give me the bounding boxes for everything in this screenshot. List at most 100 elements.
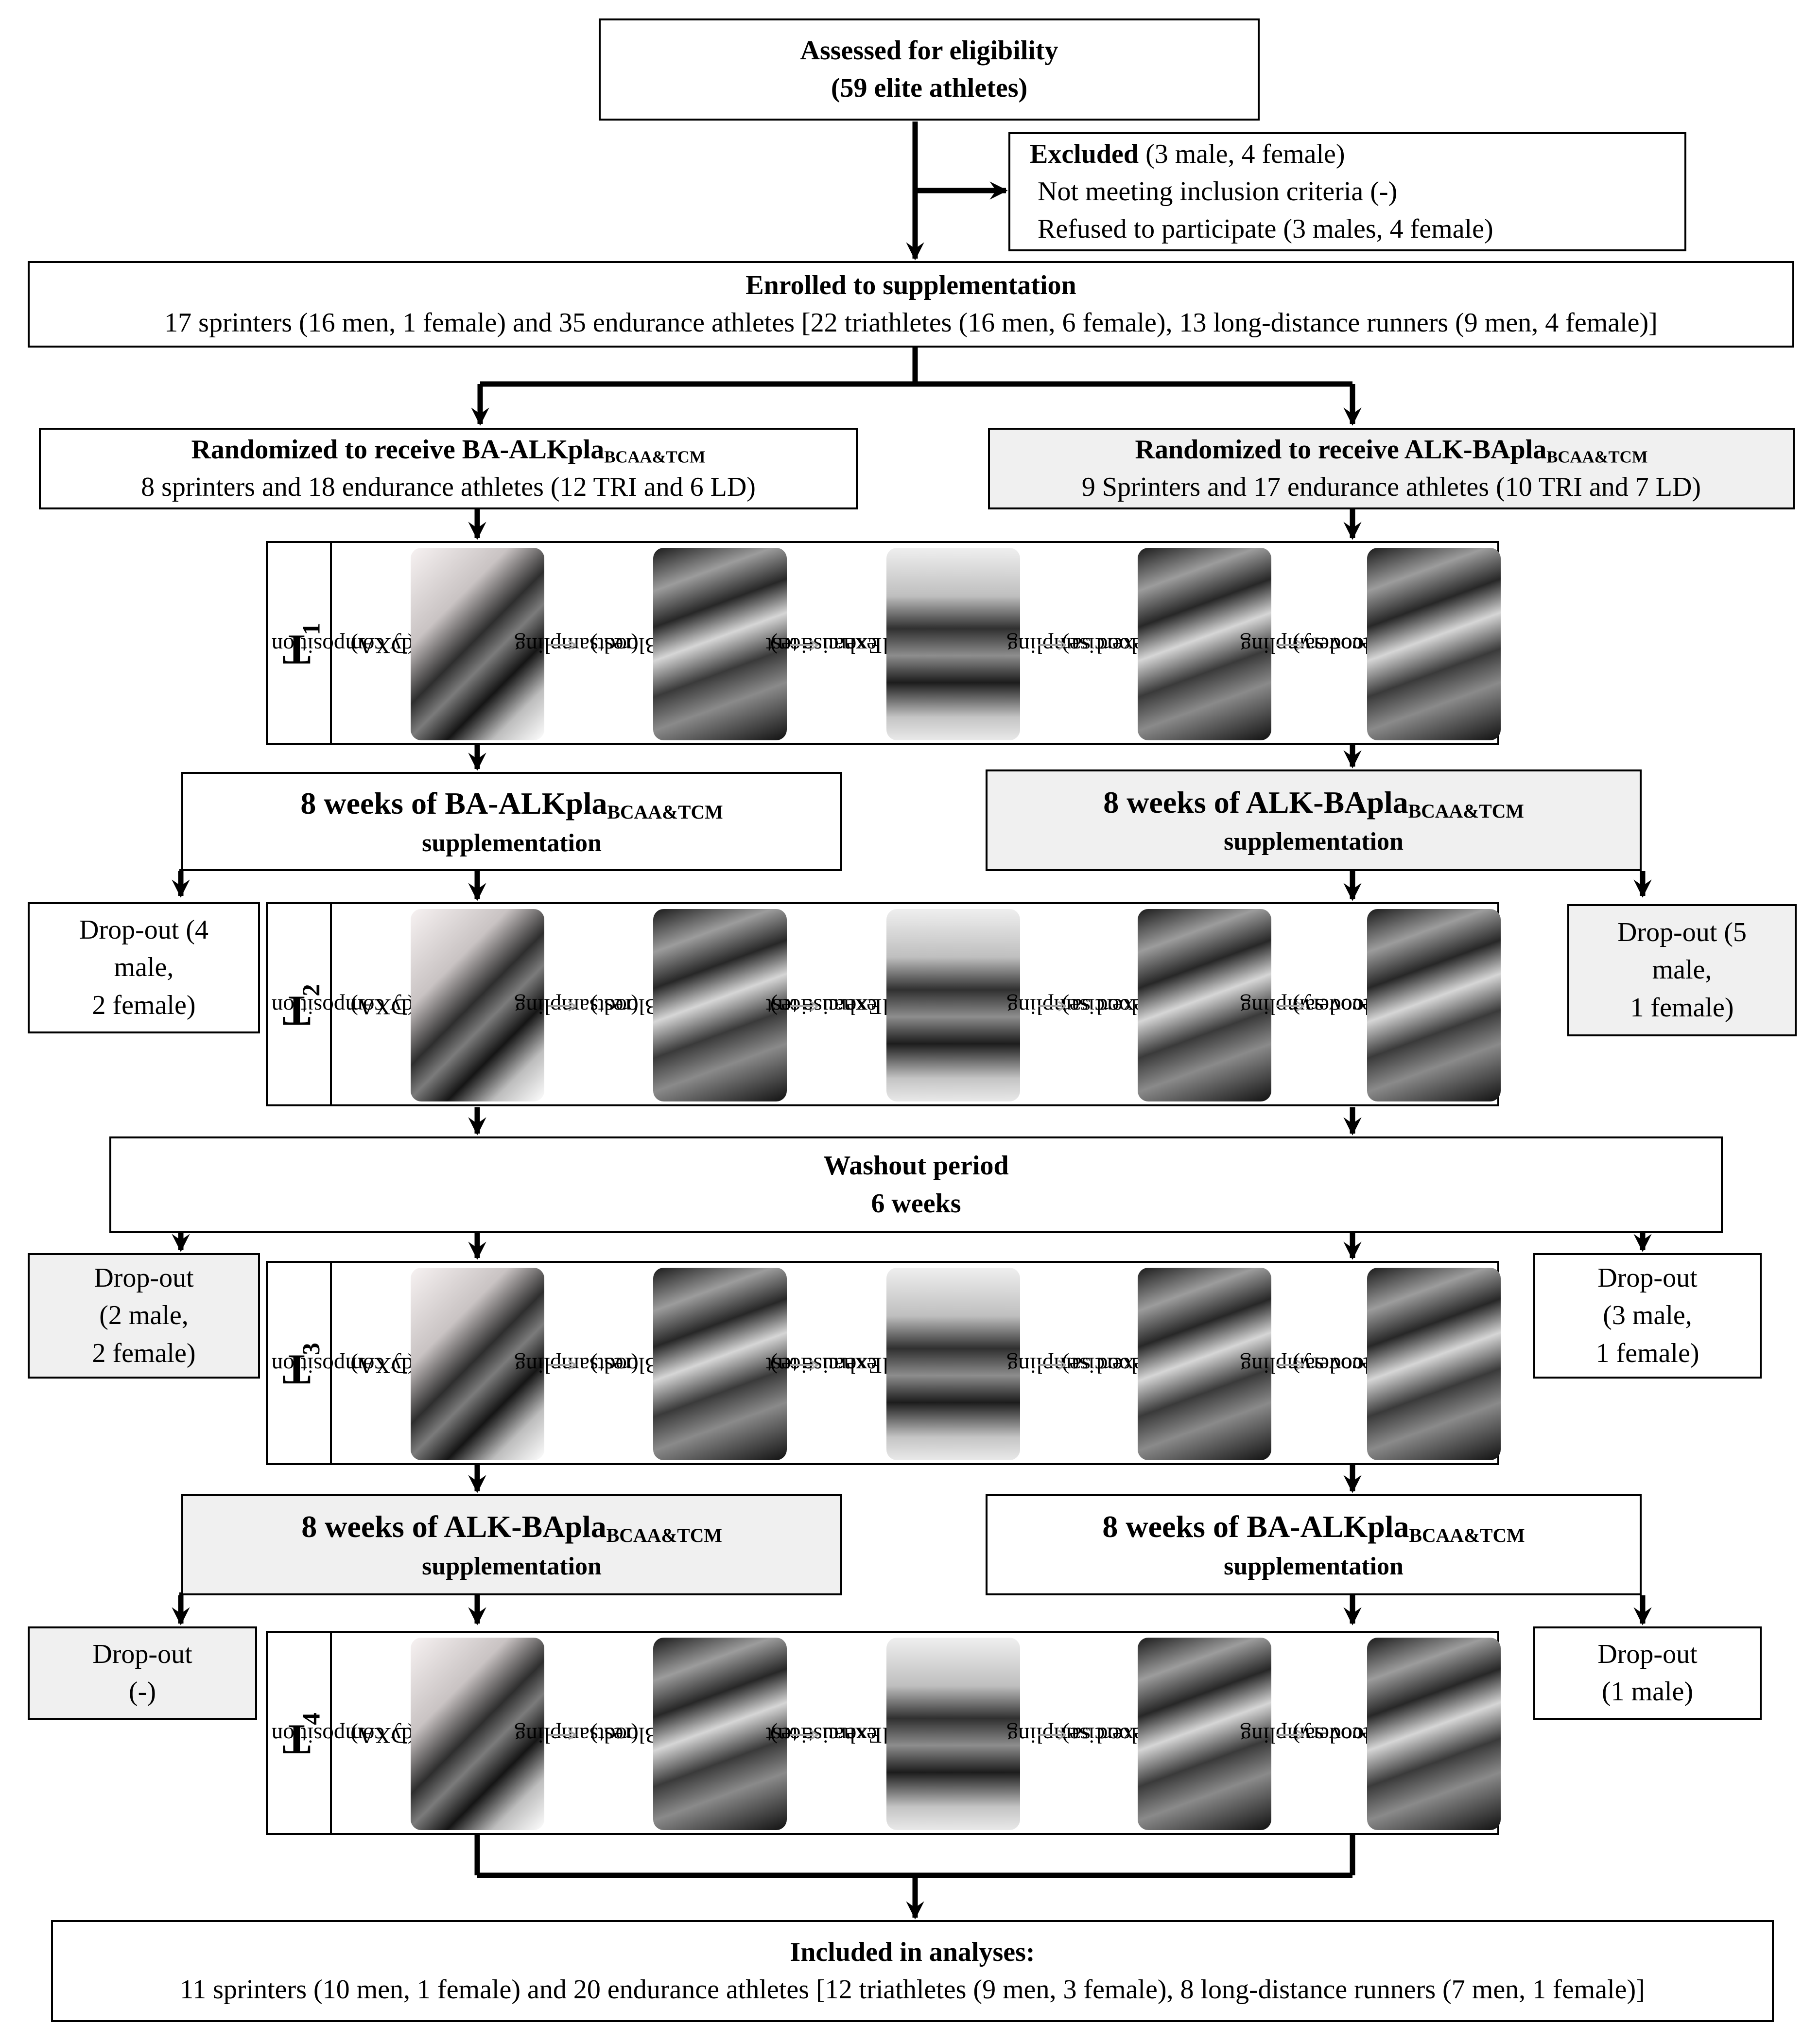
enrolled-box: Enrolled to supplementation 17 sprinters… — [28, 261, 1794, 348]
blood-sampling-photo — [1367, 909, 1501, 1101]
randomized-right-box: Randomized to receive ALK-BAplaBCAA&TCM … — [988, 428, 1795, 509]
supp-p2-left-title: 8 weeks of ALK-BApla — [301, 1509, 607, 1544]
assessed-count: (59 elite athletes) — [831, 73, 1028, 103]
supp-p2-right-label: supplementation — [1224, 1552, 1404, 1580]
step-arrow — [1038, 1001, 1066, 1012]
blood-sampling-photo — [653, 909, 787, 1101]
dxa-scan-photo — [411, 548, 544, 740]
step-body-composition: Body composition(DXA) — [271, 632, 440, 658]
timepoint-row-t3: T3 Body composition(DXA) Blood sampling(… — [266, 1261, 1501, 1465]
timepoint-label: T4 — [268, 1633, 332, 1833]
blood-sampling-photo — [1367, 1638, 1501, 1830]
dropout-right-p1-box: Drop-out (5 male, 1 female) — [1567, 904, 1797, 1036]
step-arrow — [790, 1730, 818, 1740]
excluded-box: Excluded (3 male, 4 female) Not meeting … — [1008, 132, 1686, 251]
dropout-line: Drop-out — [1597, 1639, 1698, 1669]
step-arrow — [548, 1360, 576, 1370]
blood-sampling-photo — [653, 1268, 787, 1460]
enrolled-title: Enrolled to supplementation — [745, 270, 1076, 300]
supp-p1-right-label: supplementation — [1224, 828, 1404, 856]
supp-p1-left-subscript: BCAA&TCM — [607, 802, 723, 823]
blood-sampling-photo — [1138, 1268, 1271, 1460]
supplementation-p1-left-box: 8 weeks of BA-ALKplaBCAA&TCM supplementa… — [181, 772, 842, 871]
step-arrow — [1038, 1360, 1066, 1370]
assessed-box: Assessed for eligibility (59 elite athle… — [599, 18, 1260, 121]
step-arrow — [1276, 1730, 1304, 1740]
assessed-title: Assessed for eligibility — [800, 35, 1058, 66]
dropout-left-p1-box: Drop-out (4 male, 2 female) — [28, 902, 260, 1033]
timepoint-row-t4: T4 Body composition(DXA) Blood sampling(… — [266, 1631, 1501, 1835]
excluded-heading-detail: (3 male, 4 female) — [1145, 139, 1345, 169]
dropout-right-p2-box: Drop-out (1 male) — [1533, 1626, 1762, 1720]
randomized-left-box: Randomized to receive BA-ALKplaBCAA&TCM … — [39, 428, 858, 509]
supp-p2-left-label: supplementation — [422, 1552, 602, 1580]
randomized-left-detail: 8 sprinters and 18 endurance athletes (1… — [141, 472, 756, 503]
step-arrow — [548, 640, 576, 650]
included-box: Included in analyses: 11 sprinters (10 m… — [51, 1920, 1774, 2022]
randomized-right-detail: 9 Sprinters and 17 endurance athletes (1… — [1081, 472, 1701, 503]
excluded-refused: Refused to participate (3 males, 4 femal… — [1038, 214, 1493, 245]
blood-sampling-photo — [1138, 548, 1271, 740]
dropout-line: (1 male) — [1601, 1677, 1694, 1707]
step-arrow — [790, 640, 818, 650]
step-arrow — [790, 1001, 818, 1012]
dropout-line: male, — [1652, 955, 1712, 985]
randomized-left-subscript: BCAA&TCM — [604, 447, 706, 467]
washout-duration: 6 weeks — [871, 1188, 961, 1219]
randomized-right-title: Randomized to receive ALK-BApla — [1135, 434, 1547, 465]
step-body-composition: Body composition(DXA) — [271, 994, 440, 1019]
dropout-left-washout-box: Drop-out (2 male, 2 female) — [28, 1253, 260, 1379]
blood-sampling-photo — [1367, 1268, 1501, 1460]
blood-sampling-photo — [653, 548, 787, 740]
dropout-line: 2 female) — [92, 990, 196, 1020]
supplementation-p2-left-box: 8 weeks of ALK-BAplaBCAA&TCM supplementa… — [181, 1494, 842, 1595]
timepoint-row-t2: T2 Body composition(DXA) Blood sampling(… — [266, 902, 1501, 1106]
blood-sampling-photo — [653, 1638, 787, 1830]
supp-p2-left-subscript: BCAA&TCM — [606, 1525, 722, 1547]
dxa-scan-photo — [411, 1638, 544, 1830]
dxa-scan-photo — [411, 909, 544, 1101]
step-blood-sampling-exercise: Blood sampling(exercise) — [1006, 632, 1152, 658]
supp-p1-right-title: 8 weeks of ALK-BApla — [1103, 785, 1408, 820]
dropout-line: (-) — [129, 1677, 156, 1707]
supp-p1-left-label: supplementation — [422, 829, 602, 857]
dropout-right-washout-box: Drop-out (3 male, 1 female) — [1533, 1253, 1762, 1379]
supp-p1-left-title: 8 weeks of BA-ALKpla — [300, 786, 607, 821]
step-blood-sampling-exercise: Blood sampling(exercise) — [1006, 994, 1152, 1019]
step-arrow — [548, 1001, 576, 1012]
dropout-line: 1 female) — [1595, 1338, 1699, 1368]
dropout-line: Drop-out — [94, 1263, 194, 1293]
excluded-heading: Excluded — [1030, 139, 1139, 169]
step-body-composition: Body composition(DXA) — [271, 1352, 440, 1378]
step-blood-sampling-exercise: Blood sampling(exercise) — [1006, 1722, 1152, 1748]
dropout-line: (2 male, — [99, 1300, 189, 1331]
enrolled-detail: 17 sprinters (16 men, 1 female) and 35 e… — [164, 308, 1658, 338]
timepoint-label: T1 — [268, 543, 332, 743]
exercise-test-photo — [886, 548, 1020, 740]
dropout-line: Drop-out — [92, 1639, 192, 1669]
supp-p1-right-subscript: BCAA&TCM — [1408, 800, 1524, 822]
dropout-line: 2 female) — [92, 1338, 196, 1368]
step-arrow — [1276, 640, 1304, 650]
timepoint-label: T3 — [268, 1263, 332, 1463]
blood-sampling-photo — [1138, 1638, 1271, 1830]
timepoint-row-t1: T1 Body composition(DXA) Blood sampling(… — [266, 541, 1501, 745]
washout-box: Washout period 6 weeks — [109, 1136, 1723, 1233]
randomized-left-title: Randomized to receive BA-ALKpla — [191, 434, 605, 465]
included-title: Included in analyses: — [790, 1937, 1035, 1967]
step-blood-sampling-exercise: Blood sampling(exercise) — [1006, 1352, 1152, 1378]
step-arrow — [1276, 1360, 1304, 1370]
exercise-test-photo — [886, 1638, 1020, 1830]
supplementation-p2-right-box: 8 weeks of BA-ALKplaBCAA&TCM supplementa… — [986, 1494, 1642, 1595]
excluded-criteria: Not meeting inclusion criteria (-) — [1038, 176, 1398, 207]
dropout-line: Drop-out (4 — [79, 915, 208, 945]
dxa-scan-photo — [411, 1268, 544, 1460]
dropout-left-p2-box: Drop-out (-) — [28, 1626, 257, 1720]
step-body-composition: Body composition(DXA) — [271, 1722, 440, 1748]
exercise-test-photo — [886, 909, 1020, 1101]
exercise-test-photo — [886, 1268, 1020, 1460]
step-arrow — [790, 1360, 818, 1370]
dropout-line: Drop-out — [1597, 1263, 1698, 1293]
